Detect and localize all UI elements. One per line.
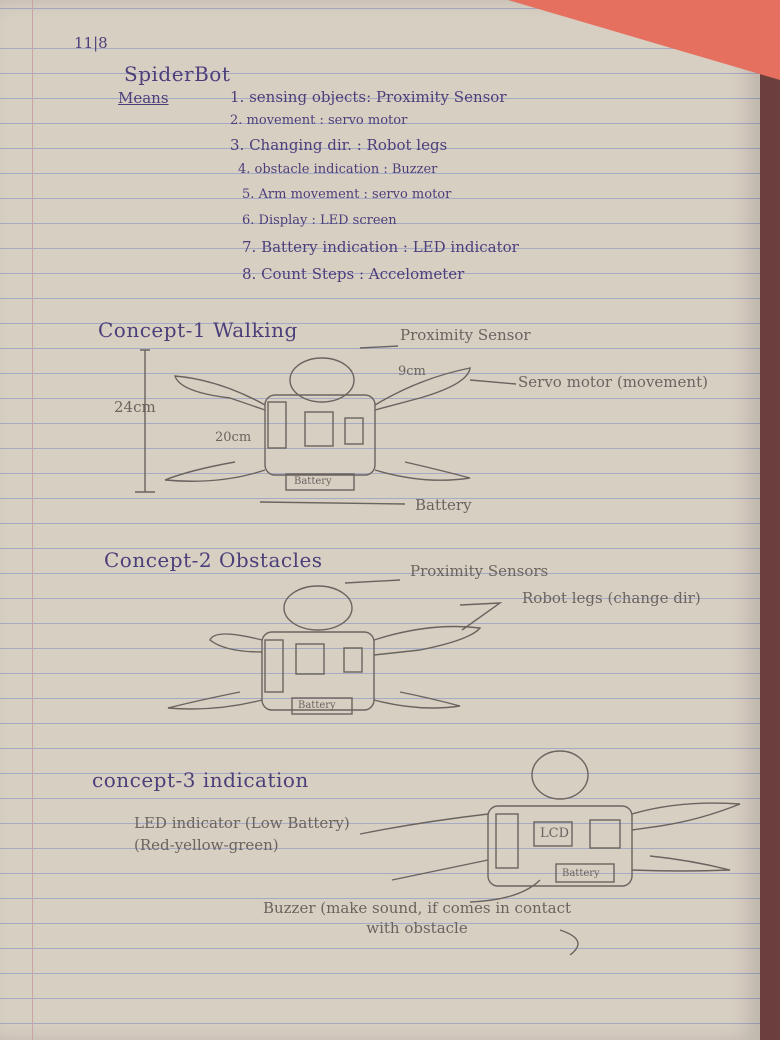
concept3-led-indicator-label: LED indicator (Low Battery) (Red-yellow-…: [134, 814, 350, 854]
concept3-robot-sketch: [359, 750, 741, 956]
concept1-servo-label: Servo motor (movement): [518, 373, 708, 391]
concept2-heading: Concept-2 Obstacles: [104, 548, 323, 572]
means-item-8: 8. Count Steps : Accelometer: [242, 265, 465, 283]
concept3-lcd-label: LCD: [540, 826, 570, 841]
means-item-6: 6. Display : LED screen: [242, 213, 397, 228]
page-number: 11|8: [74, 34, 108, 52]
concept1-battery-box: Battery: [294, 476, 332, 487]
concept1-robot-sketch: [135, 345, 517, 505]
concept2-proximity-label: Proximity Sensors: [410, 562, 549, 580]
concept3-heading: concept-3 indication: [92, 768, 309, 792]
concept1-proximity-label: Proximity Sensor: [400, 326, 531, 344]
margin-line: [32, 0, 33, 1040]
concept3-battery-box: Battery: [562, 868, 600, 879]
concept2-legs-label: Robot legs (change dir): [522, 589, 701, 607]
concept1-heading: Concept-1 Walking: [98, 318, 298, 342]
notebook-page: [0, 0, 760, 1040]
means-item-3: 3. Changing dir. : Robot legs: [230, 136, 448, 154]
means-item-1: 1. sensing objects: Proximity Sensor: [230, 88, 507, 106]
means-item-7: 7. Battery indication : LED indicator: [242, 238, 519, 256]
concept3-buzzer-label: Buzzer (make sound, if comes in contact …: [262, 899, 572, 937]
means-item-5: 5. Arm movement : servo motor: [242, 187, 452, 202]
concept1-body-dim: 20cm: [215, 430, 252, 445]
means-item-2: 2. movement : servo motor: [230, 113, 408, 128]
concept2-battery-box: Battery: [298, 700, 336, 711]
concept1-battery-label: Battery: [415, 496, 472, 514]
means-label: Means: [118, 89, 169, 107]
page-title: SpiderBot: [124, 62, 231, 86]
concept2-robot-sketch: [167, 579, 503, 715]
means-item-4: 4. obstacle indication : Buzzer: [238, 162, 438, 177]
concept1-width-dim: 9cm: [398, 364, 426, 379]
